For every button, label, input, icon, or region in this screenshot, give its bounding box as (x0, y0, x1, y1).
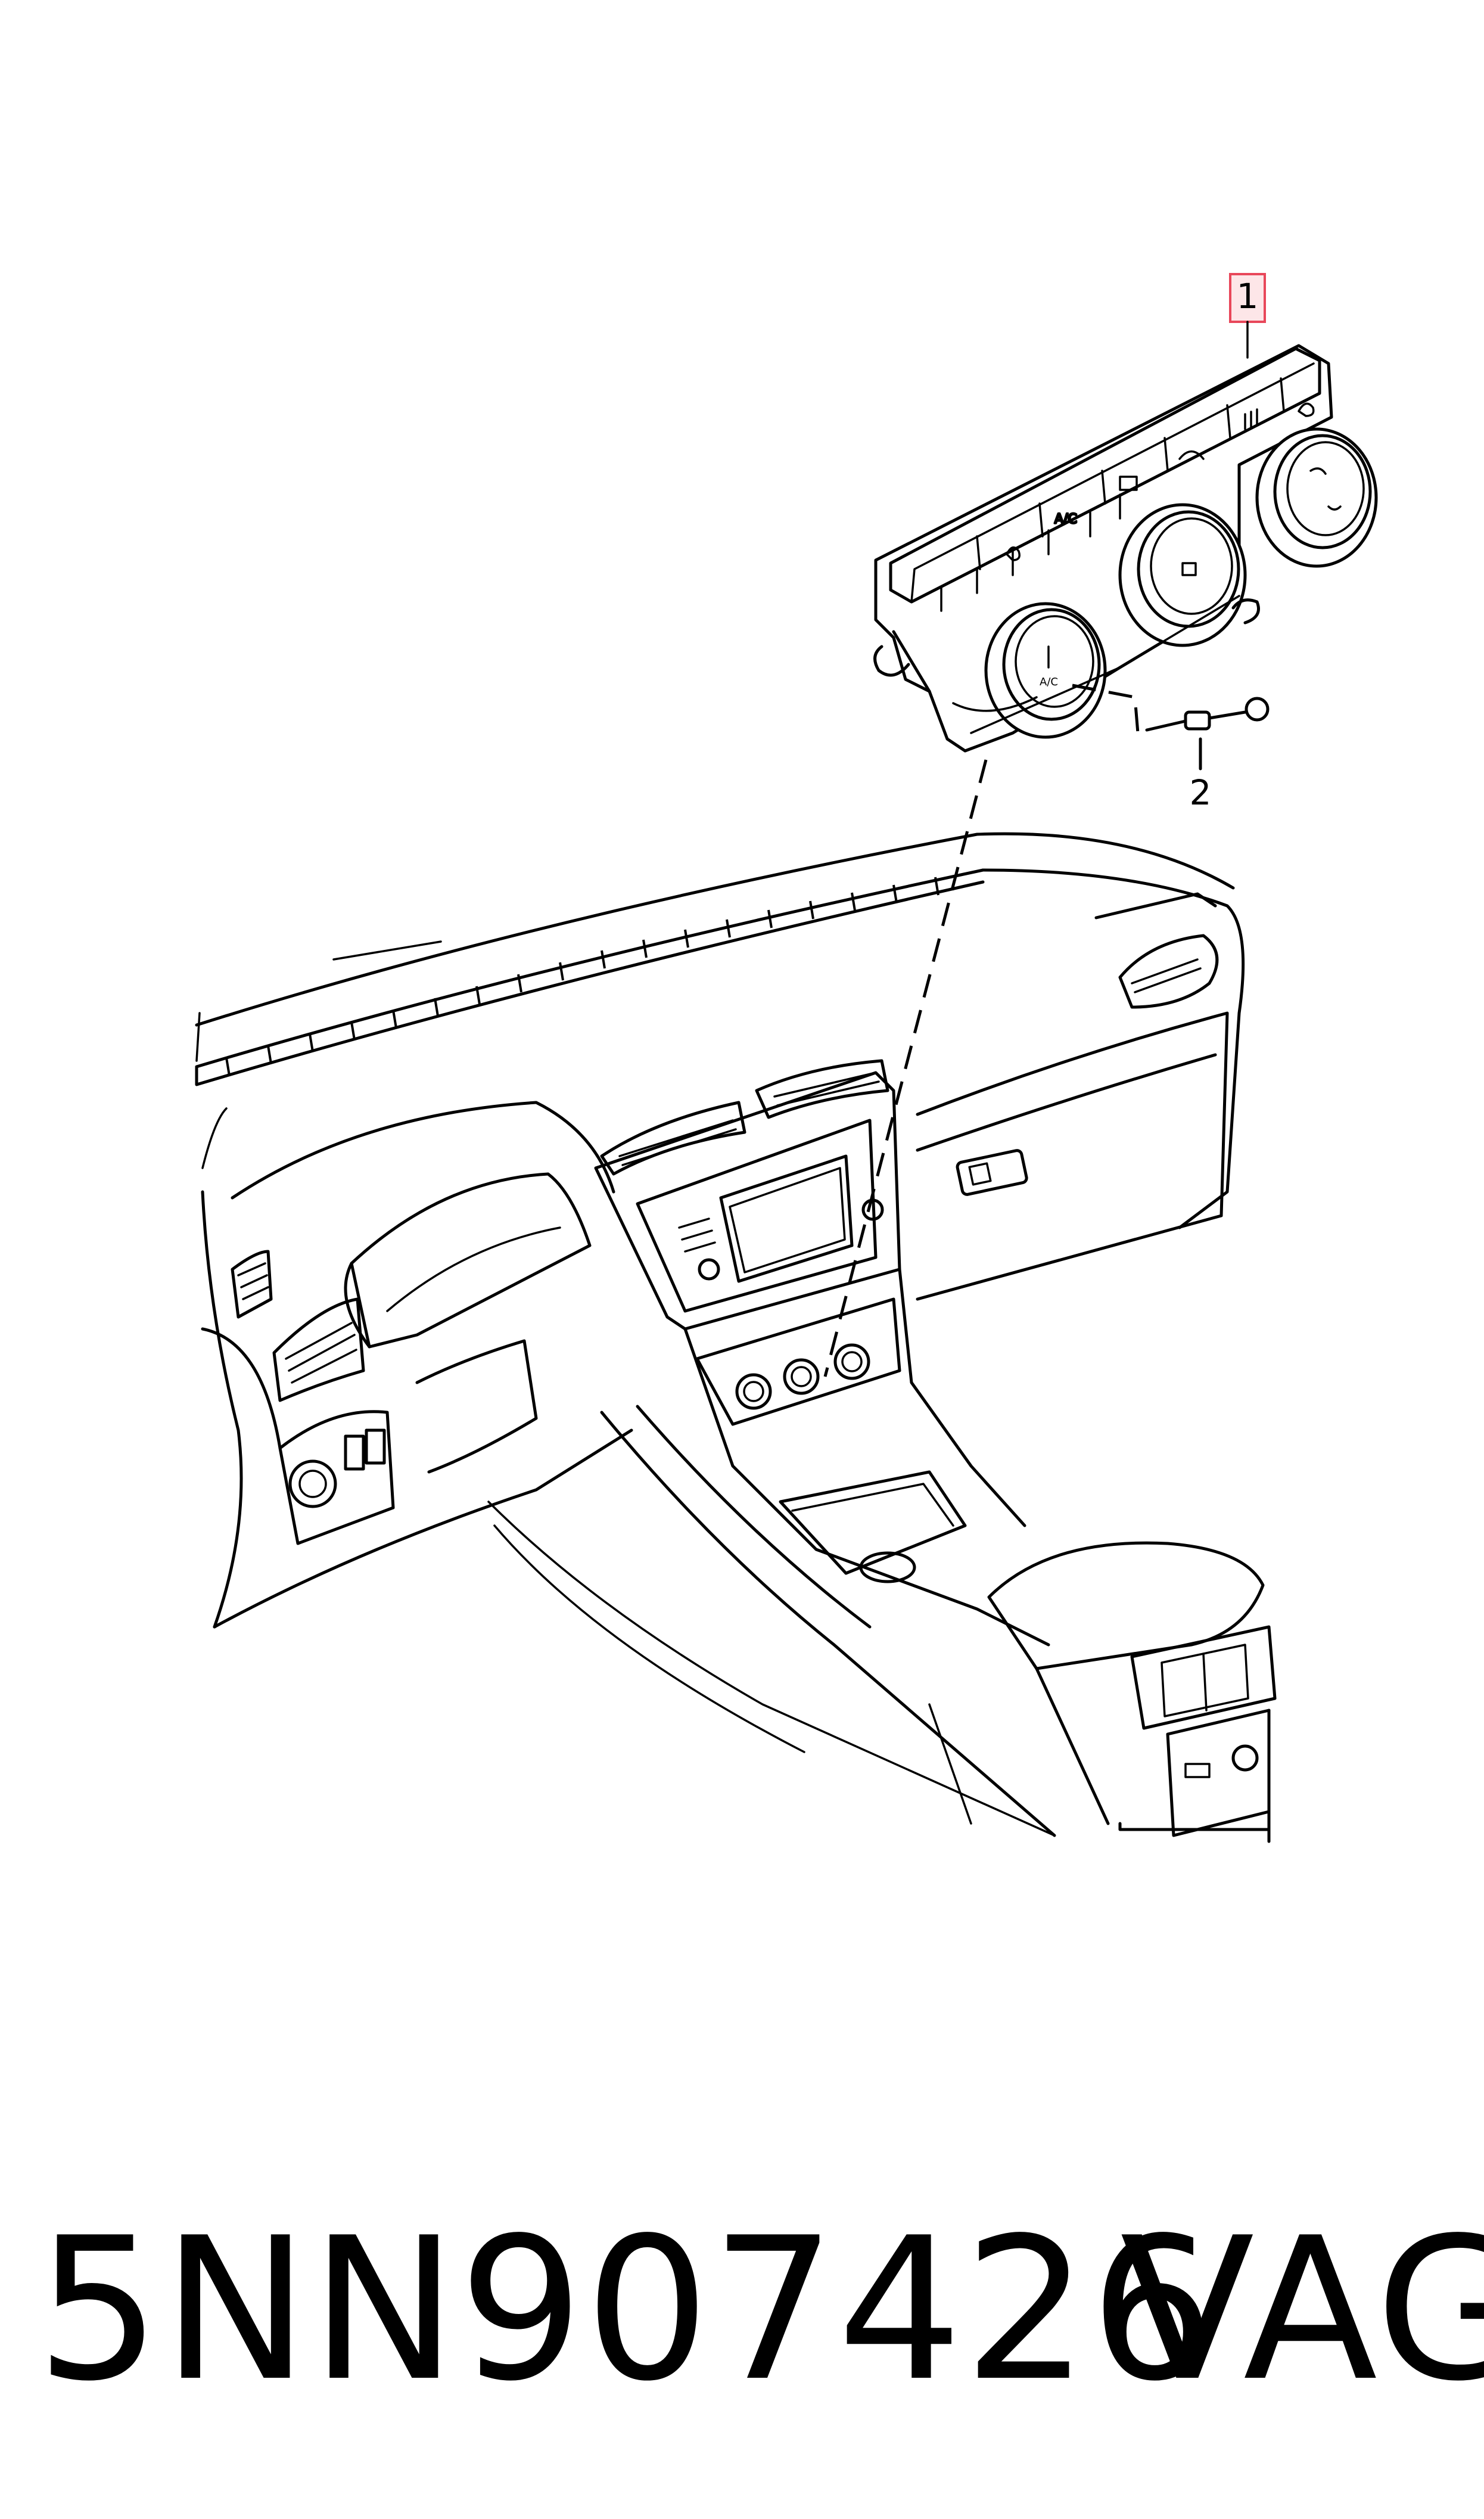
bulb-icon (1072, 684, 1270, 771)
svg-text:A/C: A/C (1040, 676, 1058, 688)
svg-text:A/C: A/C (1054, 512, 1077, 527)
assembly-leader-line (823, 759, 988, 1377)
fan-knob-middle (1118, 503, 1247, 647)
dashboard-illustration (195, 832, 1277, 1843)
temperature-knob-left: A/C (984, 602, 1107, 739)
callout-2-label[interactable]: 2 (1190, 772, 1212, 813)
callout-1[interactable] (1229, 273, 1266, 359)
climate-control-panel-illustration: A/C A/C (873, 344, 1378, 753)
temperature-knob-right (1255, 427, 1378, 568)
callout-1-label[interactable]: 1 (1237, 276, 1259, 316)
brand-label: VAG (1120, 2195, 1484, 2424)
part-number: 5NN907426 (36, 2195, 1216, 2424)
